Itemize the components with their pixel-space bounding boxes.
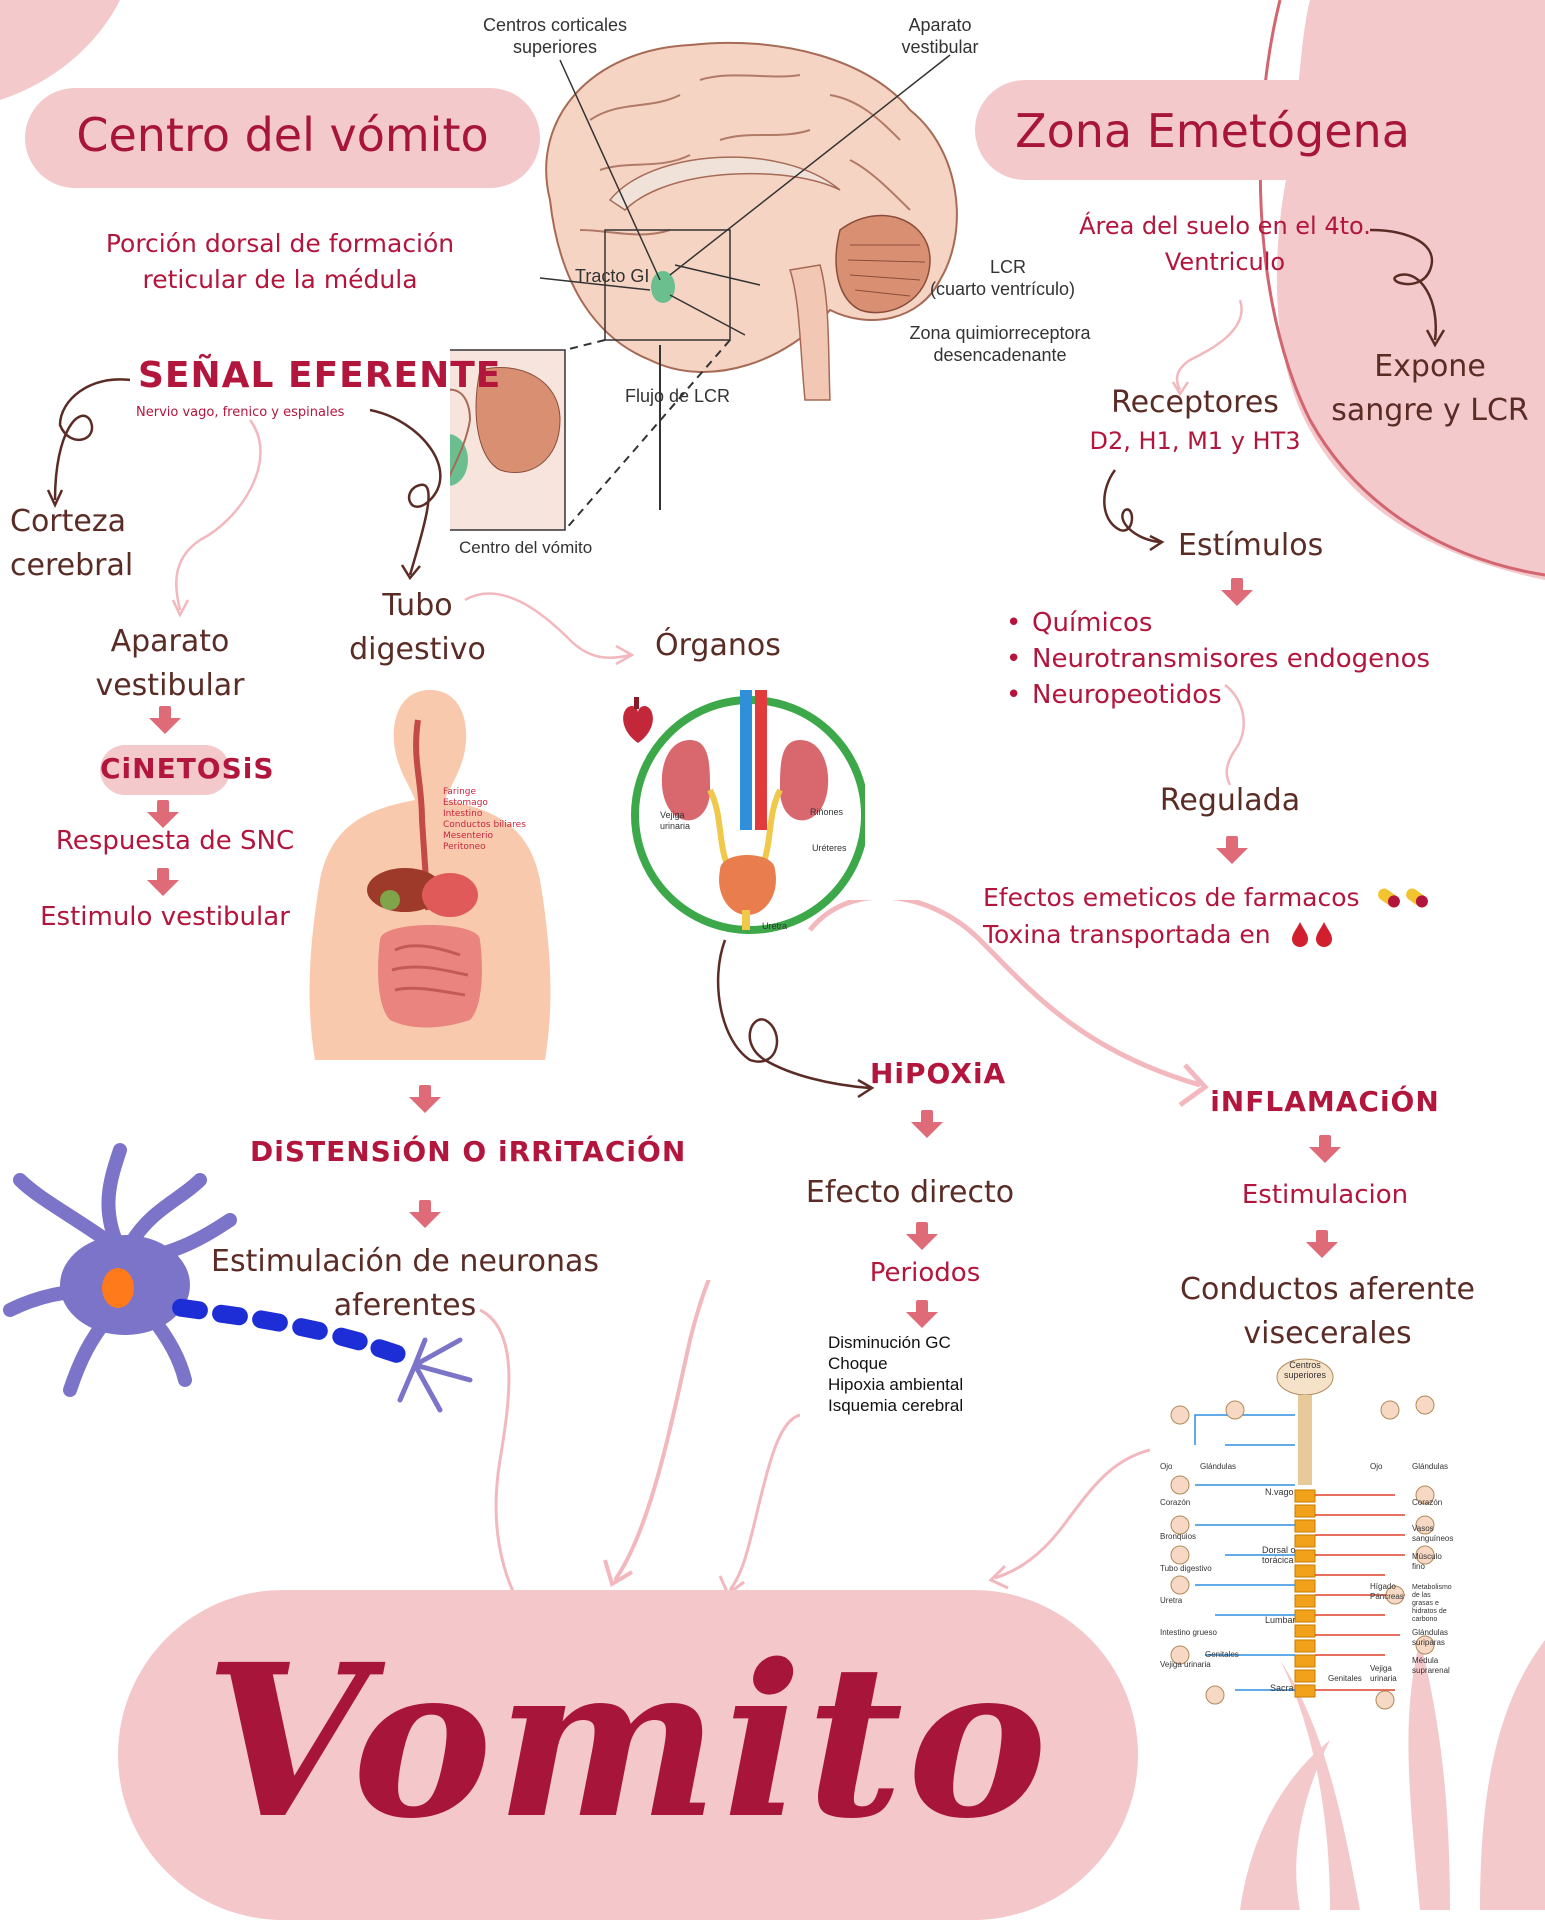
hipoxia: HiPOXiA (870, 1057, 1000, 1090)
spine-sacra: Sacra (1270, 1683, 1294, 1693)
receptores-list: D2, H1, M1 y HT3 (1070, 427, 1320, 455)
inflamacion: iNFLAMACiÓN (1210, 1085, 1440, 1118)
brain-label-lcr: LCR (990, 257, 1026, 278)
kidney-label-rinones: Riñones (810, 807, 843, 817)
blood-drop-icon (1288, 920, 1338, 948)
brain-label-zona: Zona quimiorreceptora desencadenante (890, 322, 1110, 366)
receptores: Receptores (1085, 385, 1305, 420)
estimulo-vestibular: Estimulo vestibular (35, 902, 295, 932)
tubo-label: Conductos biliares (443, 820, 563, 831)
regulada: Regulada (1130, 783, 1330, 818)
organos: Órganos (655, 628, 781, 663)
vomito-title-svg: Vomito (118, 1590, 1138, 1910)
vomito-title: Vomito (205, 1618, 1052, 1865)
tubo-label: Mesenterio (443, 831, 563, 842)
tubo-digestivo: Tubo digestivo (330, 584, 505, 672)
estimulos-item: Neurotransmisores endogenos (1000, 641, 1430, 677)
brain-label-aparato: Aparato vestibular (885, 14, 995, 58)
regulada-connector (1205, 680, 1265, 790)
tubo-label: Faringe (443, 787, 563, 798)
kidney-label-ureteres: Uréteres (812, 843, 847, 853)
aparato-vestibular: Aparato vestibular (80, 620, 260, 708)
estimulos: Estímulos (1178, 528, 1323, 563)
kidney-label-vejiga: Vejiga urinaria (660, 810, 710, 832)
respuesta-snc: Respuesta de SNC (45, 826, 305, 856)
expone: Expone sangre y LCR (1325, 345, 1535, 433)
tubo-label: Intestino (443, 809, 563, 820)
estimulos-item: Químicos (1000, 605, 1430, 641)
corteza-cerebral: Corteza cerebral (10, 500, 150, 588)
heart-icon (618, 695, 658, 745)
estimulacion: Estimulacion (1230, 1180, 1420, 1210)
efectos: Efectos emeticos de farmacos (983, 883, 1360, 912)
tubo-label: Peritoneo (443, 842, 563, 853)
efecto-directo: Efecto directo (790, 1175, 1030, 1210)
tubo-labels: Faringe Estomago Intestino Conductos bil… (443, 787, 563, 853)
pill-icon (1375, 883, 1433, 913)
tubo-label: Estomago (443, 798, 563, 809)
cinetosis: CiNETOSiS (100, 752, 230, 785)
brain-label-lcr-sub: (cuarto ventrículo) (930, 279, 1075, 300)
toxina: Toxina transportada en (983, 920, 1271, 949)
digestive-illustration (300, 680, 560, 1070)
